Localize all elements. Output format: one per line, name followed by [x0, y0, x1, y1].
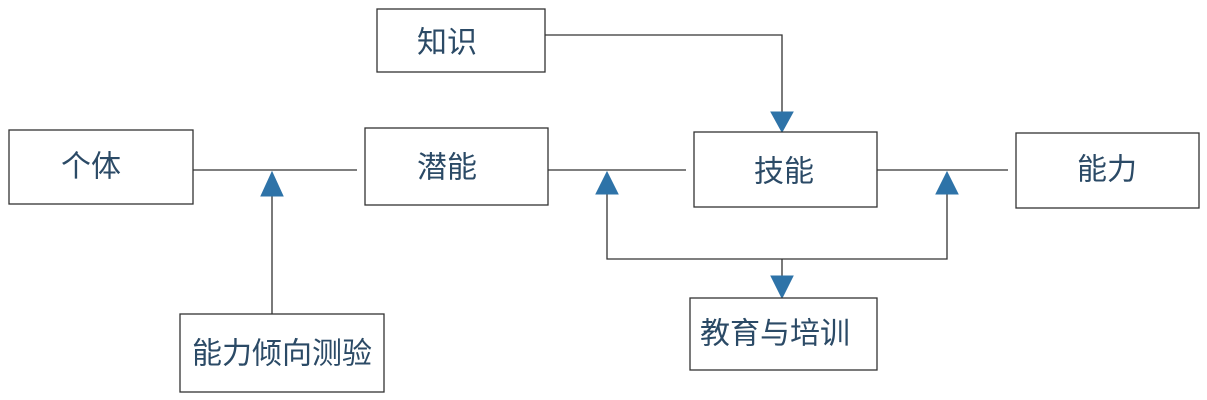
box-skill: [693, 131, 878, 208]
label-individual: 个体: [61, 150, 121, 185]
label-knowledge: 知识: [417, 26, 477, 61]
arrow-down-education-icon: [770, 275, 794, 300]
box-education-training: [689, 297, 878, 371]
label-skill: 技能: [754, 155, 814, 190]
box-aptitude-test: [179, 313, 385, 393]
label-education-training: 教育与培训: [700, 317, 850, 352]
label-aptitude-test: 能力倾向测验: [192, 337, 372, 372]
box-knowledge: [376, 8, 546, 73]
connector-knowledge-skill: [545, 34, 783, 112]
box-ability: [1015, 132, 1200, 209]
connector-education-bracket: [606, 194, 948, 260]
arrow-down-knowledge-icon: [770, 111, 794, 134]
box-potential: [364, 127, 549, 206]
box-individual: [8, 129, 194, 205]
arrow-up-aptitude-icon: [260, 170, 284, 197]
label-ability: 能力: [1077, 153, 1137, 188]
label-potential: 潜能: [417, 151, 477, 186]
arrow-up-potential-skill-icon: [595, 170, 619, 195]
arrow-up-skill-ability-icon: [935, 170, 959, 195]
